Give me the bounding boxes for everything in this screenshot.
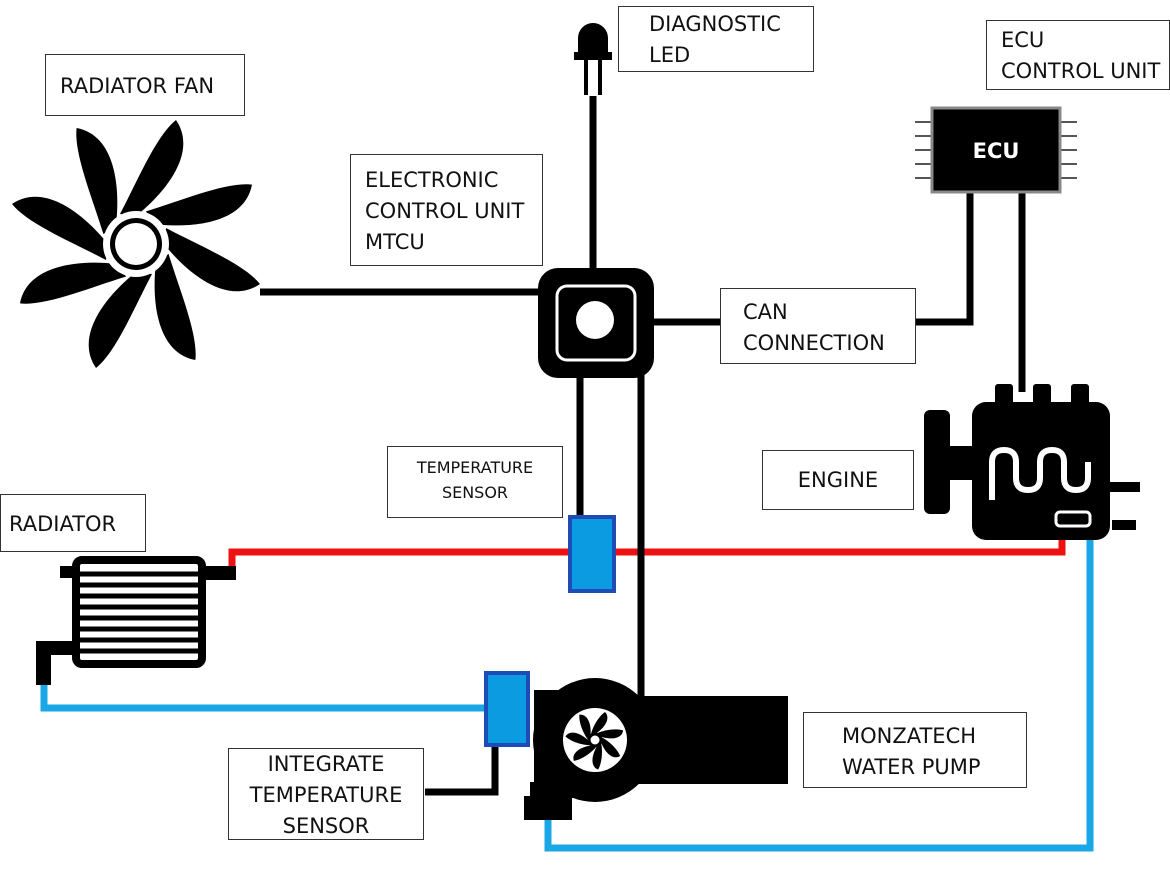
ecu-control-unit-label: ECU CONTROL UNIT xyxy=(986,20,1170,90)
can-connection-label: CAN CONNECTION xyxy=(720,288,916,364)
radiator-fan-icon xyxy=(12,120,260,368)
fan-blade xyxy=(120,120,184,216)
radiator-label: RADIATOR xyxy=(0,494,146,552)
radiator-fan-label: RADIATOR FAN xyxy=(45,54,245,116)
fan-blade xyxy=(88,272,152,368)
engine-label: ENGINE xyxy=(762,450,914,510)
mtcu-label: ELECTRONIC CONTROL UNIT MTCU xyxy=(350,154,543,266)
pump-impeller-blade xyxy=(579,714,591,740)
fan-blade xyxy=(20,262,127,304)
water-pump-icon xyxy=(524,678,788,820)
temperature-sensor-icon xyxy=(568,515,616,593)
fan-blade xyxy=(154,253,196,360)
integrate-temperature-sensor-label: INTEGRATE TEMPERATURE SENSOR xyxy=(228,748,424,840)
ecu-chip-label: ECU xyxy=(973,139,1020,163)
pump-impeller-blade xyxy=(597,729,624,739)
pump-impeller-blade xyxy=(565,732,591,746)
wire-can-to-ecu xyxy=(915,192,974,326)
fan-blade xyxy=(12,196,108,260)
wire-integrated-sensor xyxy=(425,745,499,796)
integrated-temperature-sensor-icon xyxy=(484,671,530,747)
pump-impeller-blade xyxy=(592,743,602,770)
cold-coolant-line-engine xyxy=(544,540,1094,852)
pump-impeller-blade xyxy=(573,745,597,761)
engine-icon xyxy=(924,384,1140,540)
fan-blade xyxy=(76,128,118,235)
cold-coolant-line-radiator xyxy=(40,683,492,712)
hot-coolant-line xyxy=(228,540,1066,578)
temperature-sensor-label: TEMPERATURE SENSOR xyxy=(387,446,563,518)
diagnostic-led-label: DIAGNOSTIC LED xyxy=(618,6,814,72)
ecu-chip-icon: ECU xyxy=(915,106,1077,194)
pump-impeller-blade xyxy=(600,737,621,758)
fan-blade xyxy=(164,228,260,292)
led-icon xyxy=(574,23,612,95)
fan-blade xyxy=(145,184,252,226)
water-pump-label: MONZATECH WATER PUMP xyxy=(803,712,1027,788)
pump-impeller-blade xyxy=(591,712,608,734)
radiator-icon xyxy=(36,556,236,685)
mtcu-icon xyxy=(538,268,654,378)
